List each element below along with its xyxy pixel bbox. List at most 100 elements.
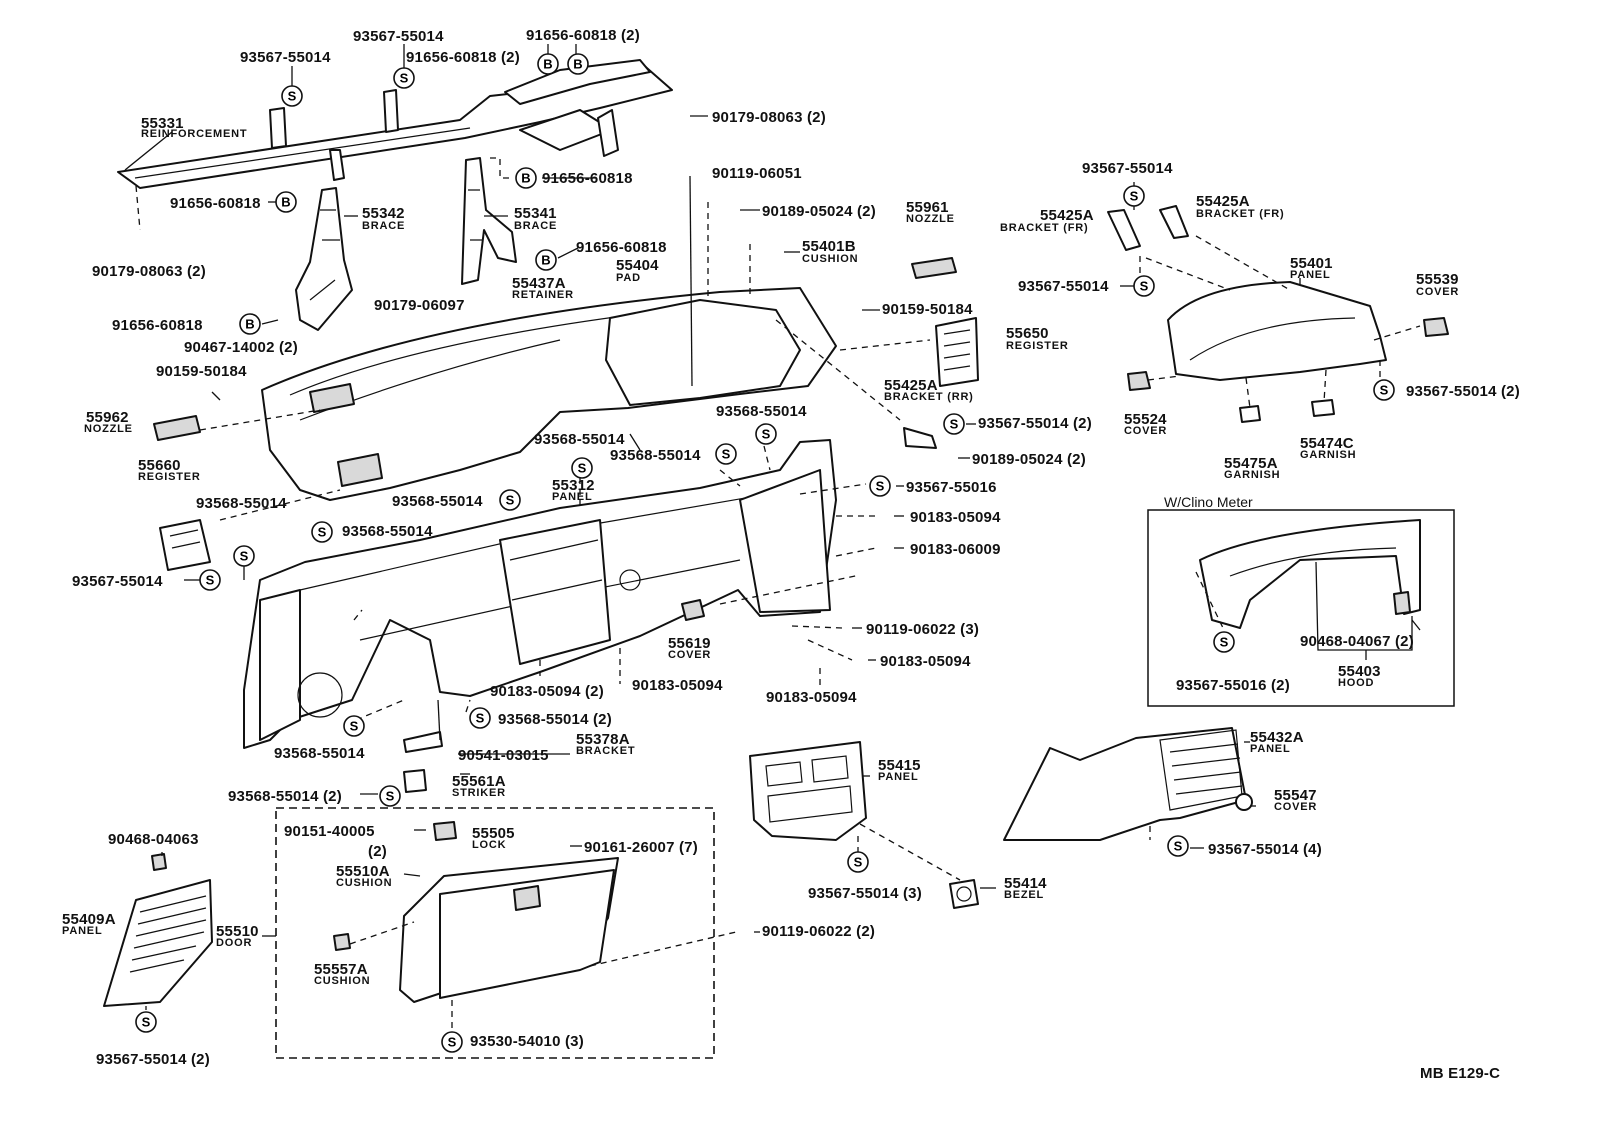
part-number-55510: 55510 — [216, 923, 259, 940]
garnish-55474c-drawing — [1311, 399, 1335, 417]
svg-text:S: S — [1130, 189, 1139, 204]
screw-symbol: S — [469, 707, 491, 729]
screw-symbol: S — [499, 489, 521, 511]
part-number-90179-06097: 90179-06097 — [374, 297, 465, 314]
part-name-garnish: GARNISH — [1224, 469, 1281, 481]
part-number-55415: 55415 — [878, 757, 921, 774]
svg-text:B: B — [573, 57, 582, 72]
cover-55524-drawing — [1127, 371, 1151, 391]
quantity-label: (2) — [368, 843, 387, 860]
part-number-91656-60818: 91656-60818 — [112, 317, 203, 334]
part-number-90183-05094: 90183-05094 — [766, 689, 857, 706]
svg-text:B: B — [521, 171, 530, 186]
part-number-93568-55014: 93568-55014 (2) — [498, 711, 612, 728]
part-number-55437a: 55437A — [512, 275, 566, 292]
part-number-93567-55014: 93567-55014 — [1082, 160, 1173, 177]
nozzle-55961-drawing — [911, 257, 957, 279]
svg-text:S: S — [206, 573, 215, 588]
svg-text:S: S — [318, 525, 327, 540]
part-name-garnish: GARNISH — [1300, 449, 1357, 461]
screw-symbol: S — [943, 413, 965, 435]
garnish-55475a-drawing — [1239, 405, 1261, 423]
part-number-55475a: 55475A — [1224, 455, 1278, 472]
part-number-55510a: 55510A — [336, 863, 390, 880]
part-number-93568-55014: 93568-55014 — [196, 495, 287, 512]
part-name-register: REGISTER — [1006, 340, 1069, 352]
glovebox-drawing — [275, 807, 715, 1059]
part-number-55505: 55505 — [472, 825, 515, 842]
panel-55432a-drawing — [1003, 727, 1253, 841]
svg-text:S: S — [1140, 279, 1149, 294]
part-name-cushion: CUSHION — [314, 975, 371, 987]
part-number-90189-05024: 90189-05024 (2) — [762, 203, 876, 220]
clino-meter-title: W/Clino Meter — [1164, 494, 1253, 510]
part-number-55401b: 55401B — [802, 238, 856, 255]
screw-symbol: S — [1133, 275, 1155, 297]
svg-text:S: S — [142, 1015, 151, 1030]
part-number-91656-60818: 91656-60818 — [542, 170, 633, 187]
part-name-panel: PANEL — [62, 925, 103, 937]
part-number-93567-55014: 93567-55014 — [240, 49, 331, 66]
reference-code: MB E129-C — [1420, 1065, 1501, 1082]
screw-symbol: S — [1123, 185, 1145, 207]
part-number-90183-05094: 90183-05094 — [880, 653, 971, 670]
part-number-90119-06022: 90119-06022 (2) — [762, 923, 876, 940]
part-number-55557a: 55557A — [314, 961, 368, 978]
svg-text:S: S — [950, 417, 959, 432]
part-name-bracket-fr: BRACKET (FR) — [1000, 222, 1089, 234]
svg-text:S: S — [1380, 383, 1389, 398]
svg-text:S: S — [578, 461, 587, 476]
part-number-93567-55014: 93567-55014 (2) — [1406, 383, 1520, 400]
part-number-93568-55014: 93568-55014 — [392, 493, 483, 510]
svg-text:S: S — [350, 719, 359, 734]
screw-symbol: S — [393, 67, 415, 89]
part-number-55962: 55962 — [86, 409, 129, 426]
cover-55547-drawing — [1235, 793, 1253, 811]
svg-text:B: B — [281, 195, 290, 210]
svg-text:S: S — [386, 789, 395, 804]
part-name-cushion: CUSHION — [802, 253, 859, 265]
svg-text:S: S — [762, 427, 771, 442]
part-number-55961: 55961 — [906, 199, 949, 216]
leader-lines — [124, 44, 1421, 1028]
part-number-90119-06022: 90119-06022 (3) — [866, 621, 980, 638]
part-number-90159-50184: 90159-50184 — [156, 363, 247, 380]
part-number-55660: 55660 — [138, 457, 181, 474]
part-number-55539: 55539 — [1416, 271, 1459, 288]
svg-text:S: S — [1220, 635, 1229, 650]
screw-symbol: S — [233, 545, 255, 567]
screw-symbol: S — [379, 785, 401, 807]
part-name-brace: BRACE — [514, 220, 558, 232]
part-number-55474c: 55474C — [1300, 435, 1354, 452]
part-number-93567-55014: 93567-55014 (4) — [1208, 841, 1322, 858]
screw-symbol: S — [869, 475, 891, 497]
part-name-bracket-rr: BRACKET (RR) — [884, 391, 974, 403]
part-number-90468-04067: 90468-04067 (2) — [1300, 633, 1414, 650]
part-name-bracket-fr: BRACKET (FR) — [1196, 208, 1285, 220]
part-name-cover: COVER — [1416, 286, 1460, 298]
part-number-55414: 55414 — [1004, 875, 1047, 892]
part-number-90183-05094: 90183-05094 — [632, 677, 723, 694]
part-number-93568-55014: 93568-55014 — [610, 447, 701, 464]
svg-text:S: S — [400, 71, 409, 86]
svg-text:S: S — [448, 1035, 457, 1050]
part-number-91656-60818: 91656-60818 (2) — [526, 27, 640, 44]
part-number-55650: 55650 — [1006, 325, 1049, 342]
cover-55619-drawing — [681, 599, 705, 621]
part-number-91656-60818: 91656-60818 — [170, 195, 261, 212]
screw-symbol: S — [343, 715, 365, 737]
part-name-hood: HOOD — [1338, 677, 1375, 689]
part-name-door: DOOR — [216, 937, 253, 949]
bolt-symbol: B — [567, 53, 589, 75]
part-number-90151-40005: 90151-40005 — [284, 823, 375, 840]
part-name-panel: PANEL — [1250, 743, 1291, 755]
part-number-55403: 55403 — [1338, 663, 1381, 680]
small-parts-center — [153, 257, 979, 793]
bolt-symbol: B — [239, 313, 261, 335]
brace-55341-drawing — [461, 157, 517, 285]
part-number-90183-05094: 90183-05094 (2) — [490, 683, 604, 700]
svg-text:S: S — [240, 549, 249, 564]
part-number-91656-60818: 91656-60818 (2) — [406, 49, 520, 66]
